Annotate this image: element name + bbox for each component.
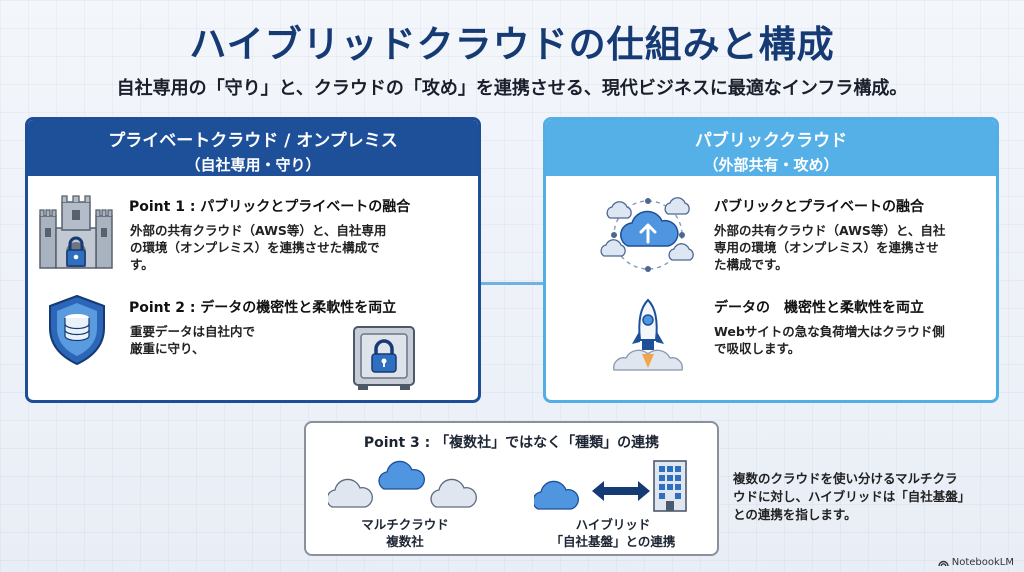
page-subtitle: 自社専用の「守り」と、クラウドの「攻め」を連携させる、現代ビジネスに最適なインフ… [116,78,908,99]
brand-label: NotebookLM [951,557,1014,568]
three-clouds-icon [328,460,477,508]
hybrid-label: ハイブリッド [575,517,651,532]
hybrid-sublabel: 「自社基盤」との連携 [550,534,676,549]
double-arrow-icon [592,481,650,501]
left-point2-body: 重要データは自社内で 厳重に守り、 [130,323,330,357]
multi-cloud-label: マルチクラウド [361,517,449,532]
cloud-icon [534,480,579,510]
private-cloud-subheading: （自社専用・守り） [185,156,321,174]
right-point2-line: Webサイトの急な負荷増大はクラウド側 [714,324,945,339]
side-note-line: ウドに対し、ハイブリッドは「自社基盤」 [733,489,971,504]
left-point2-title: Point 2 : データの機密性と柔軟性を両立 [129,300,397,316]
building-icon [653,460,687,512]
left-point2-line: 重要データは自社内で [130,324,256,339]
castle-lock-icon [39,195,113,269]
right-point1-title: パブリックとプライベートの融合 [714,199,924,215]
right-point2-body: Webサイトの急な負荷増大はクラウド側 で吸収します。 [714,323,984,357]
rocket-icon [613,298,683,371]
point3-title: Point 3 : 「複数社」ではなく「種類」の連携 [363,435,660,451]
hybrid-caption: ハイブリッド 「自社基盤」との連携 [538,516,688,550]
side-note: 複数のクラウドを使い分けるマルチクラ ウドに対し、ハイブリッドは「自社基盤」 と… [733,470,1001,524]
public-cloud-subheading: （外部共有・攻め） [703,156,839,174]
right-point1-line: 専用の環境（オンプレミス）を連携させ [714,240,939,255]
multi-cloud-caption: マルチクラウド 複数社 [340,516,470,550]
notebooklm-logo-icon [938,560,949,567]
public-cloud-heading: パブリッククラウド [694,131,848,151]
public-cloud-header: パブリッククラウド （外部共有・攻め） [546,120,996,176]
public-cloud-panel: パブリッククラウド （外部共有・攻め） パブリックとプライベートの融合 外部の共… [543,117,999,403]
left-point1-line: 外部の共有クラウド（AWS等）と、自社専用 [130,223,387,238]
shield-database-icon [49,294,105,366]
brand-watermark: NotebookLM [938,557,1014,568]
left-point1-title: Point 1 : パブリックとプライベートの融合 [129,199,411,215]
right-point1-line: た構成です。 [714,257,788,272]
left-point1-body: 外部の共有クラウド（AWS等）と、自社専用 の環境（オンプレミス）を連携させた構… [130,222,430,273]
side-note-line: 複数のクラウドを使い分けるマルチクラ [733,471,958,486]
right-point2-line: で吸収します。 [714,341,801,356]
right-point2-title: データの 機密性と柔軟性を両立 [714,300,924,316]
safe-lock-icon [353,326,415,390]
multi-cloud-sublabel: 複数社 [386,534,424,549]
cloud-network-icon [600,197,694,272]
private-cloud-panel: プライベートクラウド / オンプレミス （自社専用・守り） Point 1 : … [25,117,481,403]
point3-box: Point 3 : 「複数社」ではなく「種類」の連携 マルチクラウド 複数社 ハ… [304,421,719,556]
left-point2-line: 厳重に守り、 [130,341,205,356]
right-point1-body: 外部の共有クラウド（AWS等）と、自社 専用の環境（オンプレミス）を連携させ た… [714,222,984,273]
panel-connector-line [480,282,546,285]
side-note-line: との連携を指します。 [733,507,857,522]
private-cloud-header: プライベートクラウド / オンプレミス （自社専用・守り） [28,120,478,176]
left-point1-line: の環境（オンプレミス）を連携させた構成で [130,240,380,255]
private-cloud-heading: プライベートクラウド / オンプレミス [108,131,398,151]
page-title: ハイブリッドクラウドの仕組みと構成 [189,23,835,66]
right-point1-line: 外部の共有クラウド（AWS等）と、自社 [714,223,946,238]
left-point1-line: す。 [130,257,154,272]
